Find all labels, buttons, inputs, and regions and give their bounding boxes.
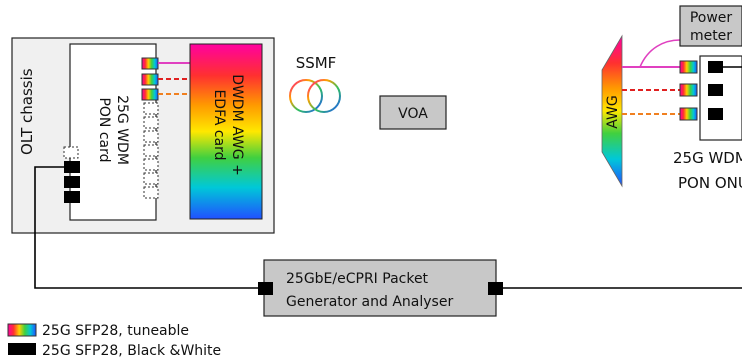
awg-card-line1: DWDM AWG + [229, 74, 245, 176]
bw-sfp [64, 176, 80, 188]
empty-sfp-slots [63, 102, 159, 199]
voa-box: VOA [379, 95, 447, 130]
legend: 25G SFP28, tuneable 25G SFP28, Black &Wh… [7, 323, 221, 359]
packet-generator-box: 25GbE/eCPRI Packet Generator and Analyse… [258, 259, 503, 317]
bw-sfp [708, 84, 723, 96]
pon-card: 25G WDM PON card [69, 43, 157, 221]
bw-sfp [708, 108, 723, 120]
pon-card-line1: 25G WDM [114, 95, 130, 165]
awg-demux: AWG [601, 34, 623, 188]
bw-sfp [258, 282, 273, 295]
bw-fiber-olt [34, 166, 260, 289]
power-meter-line1: Power [690, 10, 733, 26]
olt-chassis-label: OLT chassis [18, 68, 36, 155]
tuneable-sfp [679, 83, 698, 97]
tuneable-sfp [141, 57, 159, 70]
onu-line2: PON ONU [678, 174, 742, 192]
voa-label: VOA [398, 106, 428, 122]
bw-sfp [64, 191, 80, 203]
legend-tuneable-swatch [7, 323, 37, 337]
bw-sfp [708, 61, 723, 73]
legend-tuneable-label: 25G SFP28, tuneable [42, 323, 189, 339]
tuneable-sfp-group [141, 57, 159, 101]
bw-sfp-group [64, 161, 80, 203]
power-meter-box: Power meter [679, 5, 742, 47]
onu-box [679, 55, 742, 141]
awg-edfa-card: DWDM AWG + EDFA card [189, 43, 263, 220]
tuneable-sfp [141, 88, 159, 101]
generator-line1: 25GbE/eCPRI Packet [286, 271, 429, 287]
power-meter-line2: meter [690, 28, 732, 44]
ssmf-spool-icon [289, 79, 341, 113]
card-connections [158, 62, 190, 95]
legend-bw-label: 25G SFP28, Black &White [42, 343, 221, 359]
generator-line2: Generator and Analyser [286, 294, 453, 310]
awg-label: AWG [605, 95, 621, 129]
tuneable-sfp [679, 107, 698, 121]
awg-card-line2: EDFA card [211, 89, 227, 160]
pon-card-line2: PON card [96, 97, 112, 162]
awg-output-lines [622, 66, 680, 115]
tuneable-sfp [679, 60, 698, 74]
power-meter-fiber [639, 39, 681, 68]
tuneable-sfp [141, 73, 159, 86]
bw-sfp [64, 161, 80, 173]
ssmf-label: SSMF [296, 54, 337, 72]
onu-line1: 25G WDM [673, 149, 742, 167]
bw-sfp [488, 282, 503, 295]
legend-bw-swatch [8, 343, 36, 355]
